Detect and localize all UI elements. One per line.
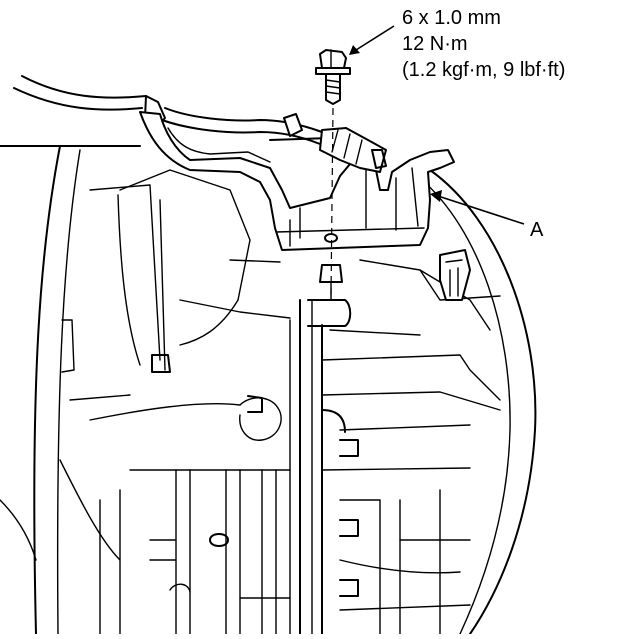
bolt	[315, 49, 351, 105]
bracket-leader-arrow	[430, 190, 525, 225]
harness-connector	[319, 127, 387, 173]
bolt-size-label: 6 x 1.0 mm	[402, 7, 501, 29]
alignment-line	[330, 107, 334, 297]
mounting-stud	[307, 264, 352, 327]
bolt-leader-arrow	[349, 25, 395, 55]
torque-nm-label: 12 N·m	[402, 33, 468, 55]
bracket-a-label: A	[530, 219, 544, 241]
sensor-connector	[439, 249, 471, 301]
torque-alt-label: (1.2 kgf·m, 9 lbf·ft)	[402, 59, 565, 81]
transmission-housing	[0, 137, 537, 635]
